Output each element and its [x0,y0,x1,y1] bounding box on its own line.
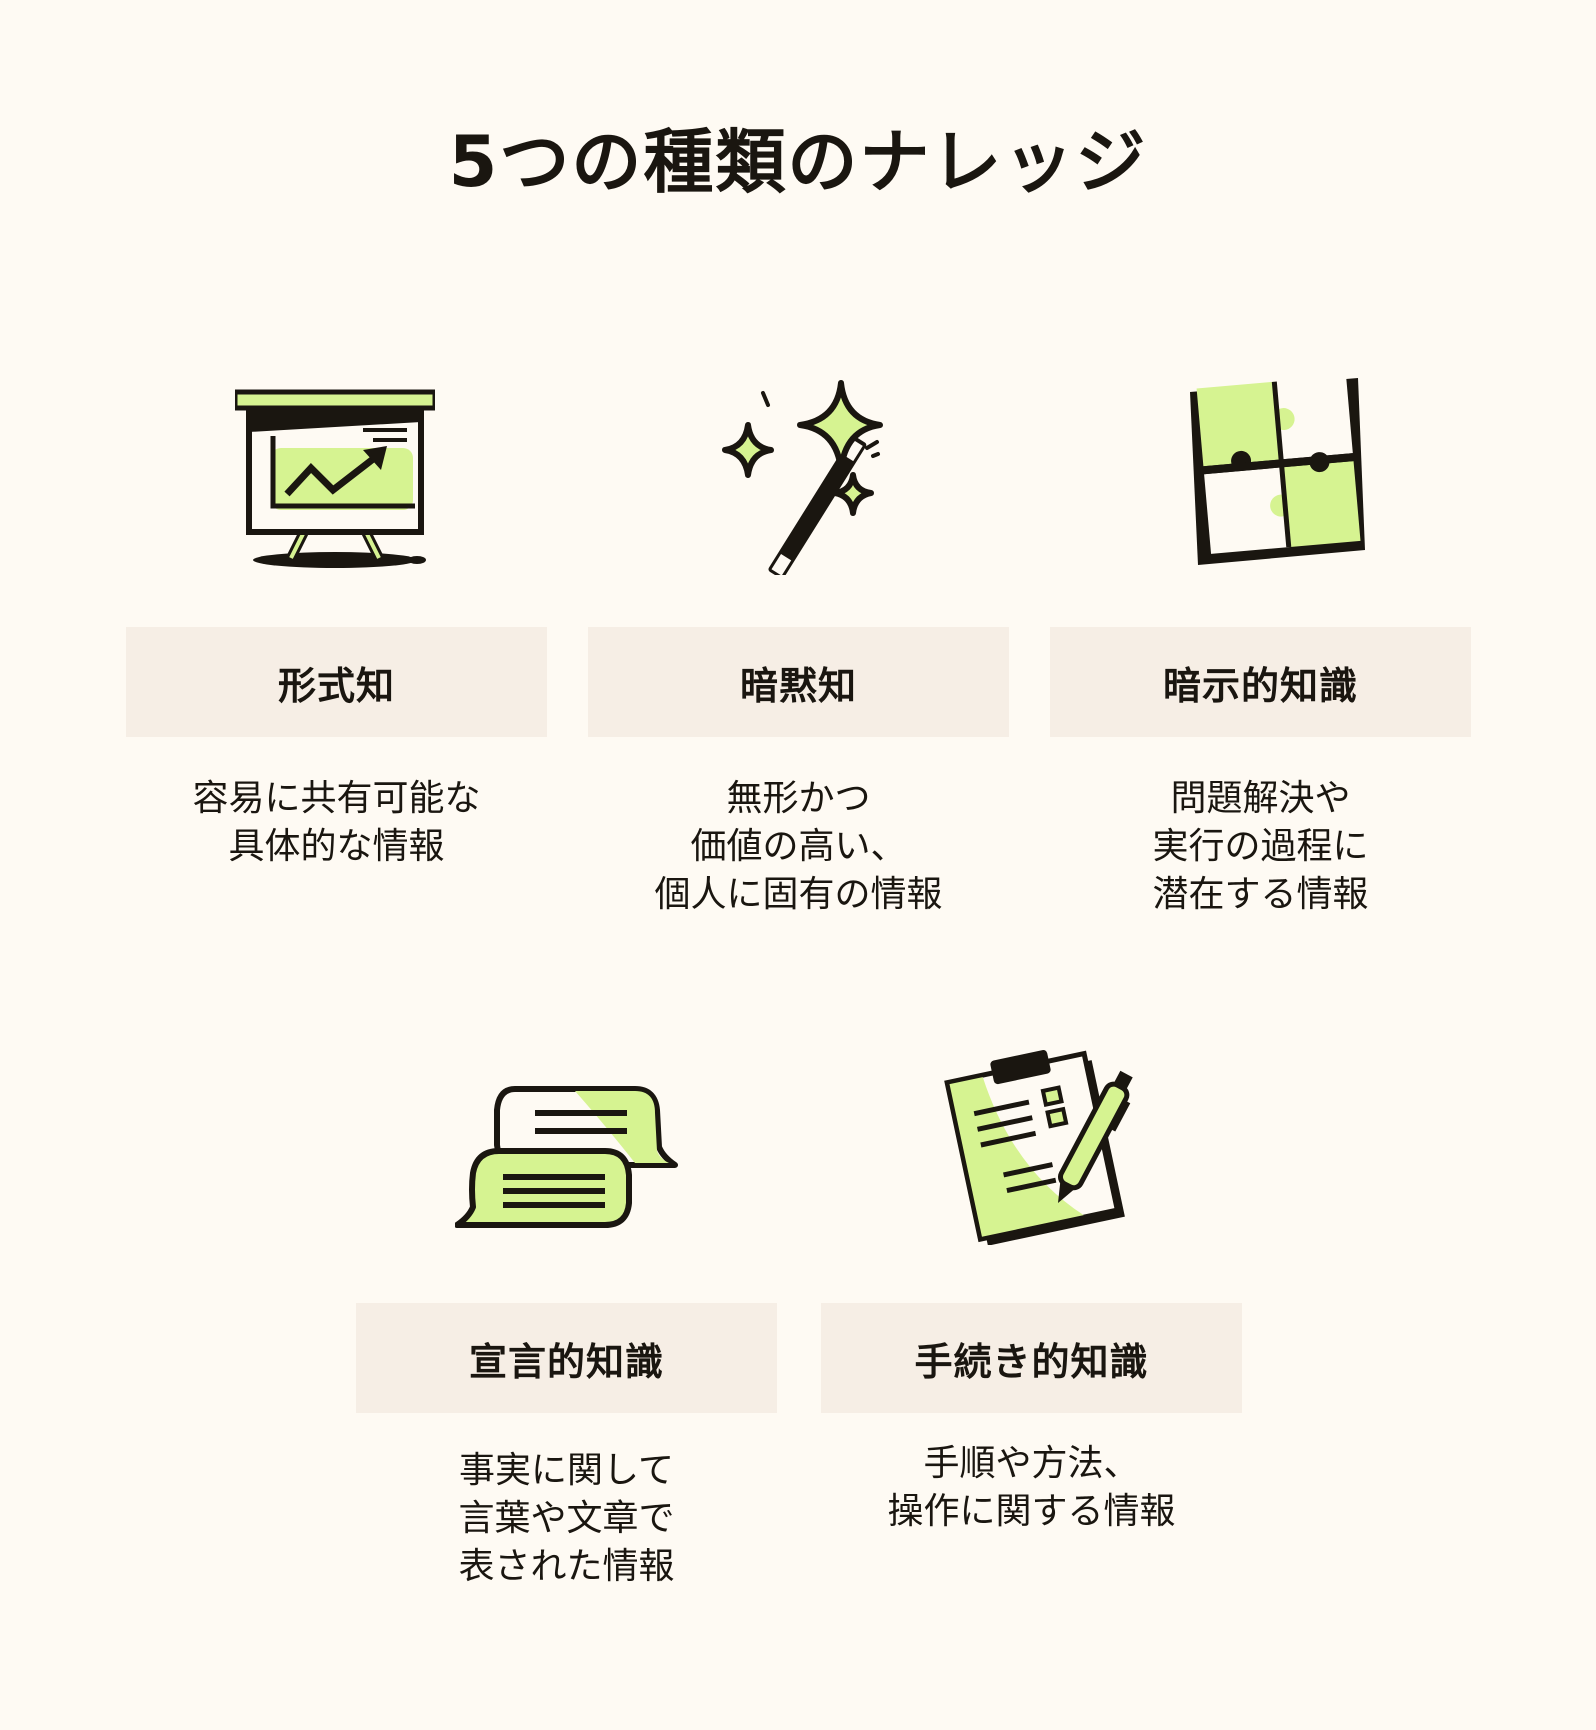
puzzle-icon [1180,370,1370,575]
magic-wand-icon [715,375,895,575]
presentation-chart-icon [235,388,435,570]
card-description: 容易に共有可能な 具体的な情報 [192,778,481,867]
card-description: 事実に関して 言葉や文章で 表された情報 [458,1450,675,1587]
label-box: 暗黙知 [588,627,1009,737]
card-label: 宣言的知識 [468,1339,664,1384]
page-title: 5つの種類のナレッジ [448,121,1148,203]
card-label: 手続き的知識 [914,1339,1149,1384]
speech-bubbles-icon [455,1085,680,1235]
card-description: 問題解決や 実行の過程に 潜在する情報 [1152,778,1369,915]
card-label: 形式知 [277,663,395,708]
label-box: 形式知 [126,627,547,737]
label-box: 手続き的知識 [821,1303,1242,1413]
card-label: 暗示的知識 [1162,663,1358,708]
label-box: 暗示的知識 [1050,627,1471,737]
card-label: 暗黙知 [739,663,857,708]
clipboard-pen-icon [940,1045,1140,1245]
card-description: 手順や方法、 操作に関する情報 [887,1443,1176,1532]
label-box: 宣言的知識 [356,1303,777,1413]
card-description: 無形かつ 価値の高い、 個人に固有の情報 [654,778,943,915]
